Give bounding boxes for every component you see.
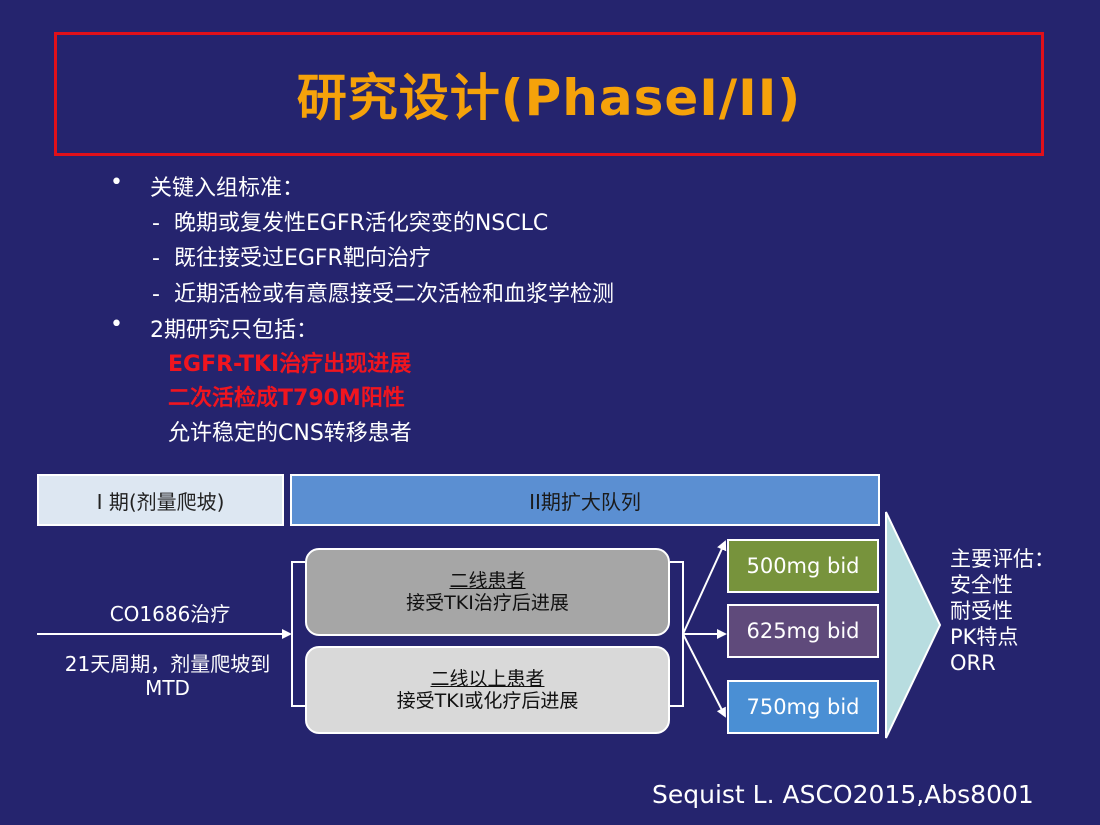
criteria-item: - 晚期或复发性EGFR活化突变的NSCLC — [152, 205, 548, 237]
phase2-bullet: • 2期研究只包括： — [110, 312, 318, 344]
dose-box-750: 750mg bid — [727, 680, 879, 734]
dose-label: 625mg bid — [746, 619, 860, 643]
dash-icon: - — [152, 246, 174, 271]
endpoints: 主要评估： 安全性 耐受性 PK特点 ORR — [950, 546, 1055, 676]
criteria-bullet: • 关键入组标准： — [110, 170, 304, 202]
criteria-item: - 既往接受过EGFR靶向治疗 — [152, 240, 431, 272]
bullet-dot-icon: • — [110, 170, 123, 195]
phase2-heading: 2期研究只包括： — [150, 318, 318, 343]
phase2-label: II期扩大队列 — [529, 489, 641, 514]
endpoints-heading: 主要评估： — [950, 547, 1055, 571]
criteria-heading: 关键入组标准： — [150, 176, 305, 201]
endpoint-item: ORR — [950, 651, 996, 675]
endpoint-item: 耐受性 — [950, 599, 1013, 623]
phase2-red-item: 二次活检成T790M阳性 — [168, 386, 405, 411]
slide-title: 研究设计(PhaseI/II) — [296, 69, 802, 127]
phase1-header: I 期(剂量爬坡) — [37, 474, 284, 526]
dose-box-500: 500mg bid — [727, 539, 879, 593]
cohort-title: 二线患者 — [449, 570, 526, 592]
endpoint-item: PK特点 — [950, 625, 1019, 649]
escalation-line: MTD — [145, 676, 190, 700]
cohort-later-line: 二线以上患者 接受TKI或化疗后进展 — [305, 646, 670, 734]
cohort-title: 二线以上患者 — [430, 668, 545, 690]
phase2-red-item: EGFR-TKI治疗出现进展 — [168, 352, 412, 377]
dose-label: 750mg bid — [746, 695, 860, 719]
escalation-text: 21天周期，剂量爬坡到 MTD — [40, 652, 295, 700]
criteria-item-text: 近期活检或有意愿接受二次活检和血浆学检测 — [173, 282, 614, 307]
treatment-label: CO1686治疗 — [109, 602, 231, 626]
cohort-subtitle: 接受TKI或化疗后进展 — [396, 690, 579, 712]
title-box: 研究设计(PhaseI/II) — [54, 32, 1044, 156]
criteria-item-text: 既往接受过EGFR靶向治疗 — [173, 246, 431, 271]
phase2-item: 允许稳定的CNS转移患者 — [168, 421, 412, 446]
endpoint-item: 安全性 — [950, 573, 1013, 597]
phase1-label: I 期(剂量爬坡) — [96, 489, 225, 514]
bullet-dot-icon: • — [110, 312, 123, 337]
dash-icon: - — [152, 211, 174, 236]
dose-box-625: 625mg bid — [727, 604, 879, 658]
big-arrow — [885, 511, 942, 739]
phase2-header: II期扩大队列 — [290, 474, 880, 526]
dash-icon: - — [152, 282, 174, 307]
citation: Sequist L. ASCO2015,Abs8001 — [652, 780, 1034, 809]
criteria-item: - 近期活检或有意愿接受二次活检和血浆学检测 — [152, 276, 614, 308]
criteria-item-text: 晚期或复发性EGFR活化突变的NSCLC — [173, 211, 549, 236]
escalation-line: 21天周期，剂量爬坡到 — [64, 652, 271, 676]
dose-label: 500mg bid — [746, 554, 860, 578]
cohort-subtitle: 接受TKI治疗后进展 — [406, 592, 569, 614]
cohort-second-line: 二线患者 接受TKI治疗后进展 — [305, 548, 670, 636]
